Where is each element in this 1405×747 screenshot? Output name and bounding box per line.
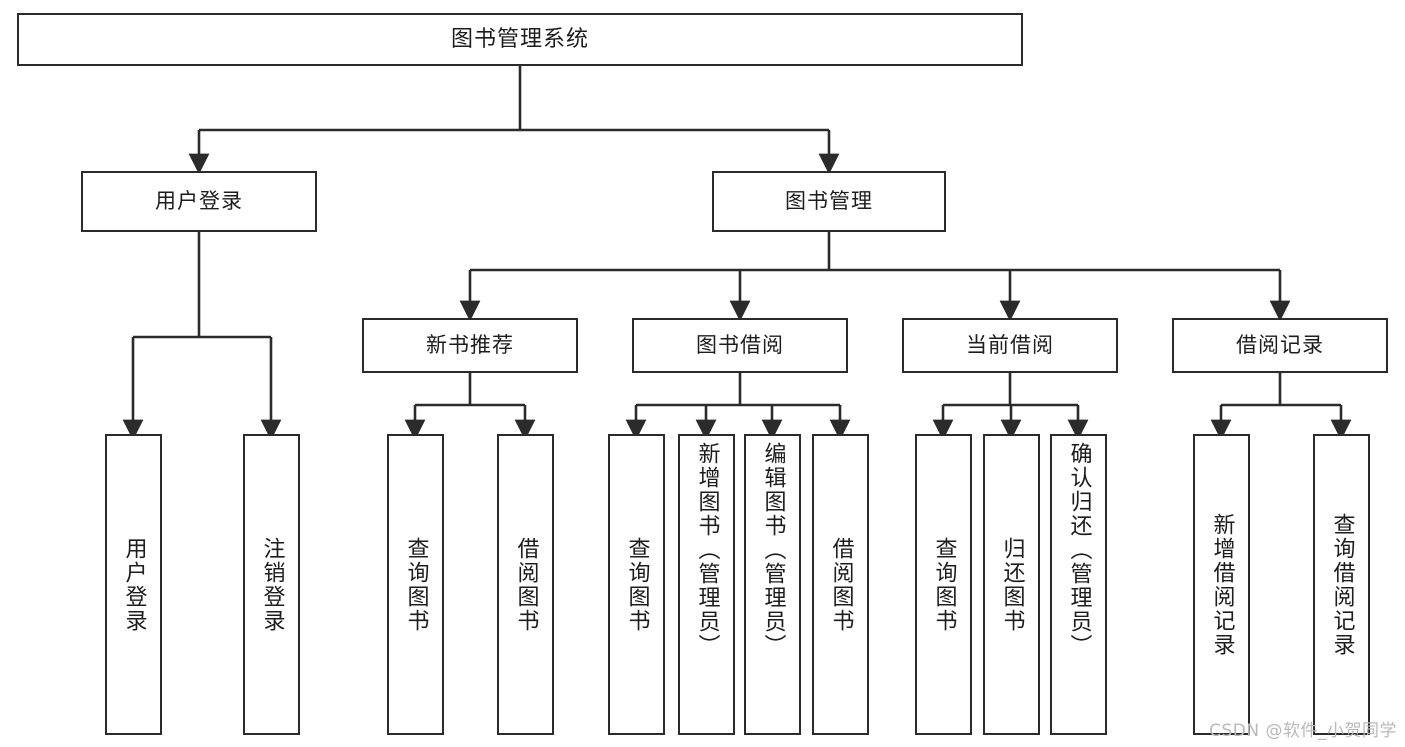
node-new-book-rec[interactable]: 新书推荐 xyxy=(362,318,578,373)
node-book-manage[interactable]: 图书管理 xyxy=(712,171,946,232)
csdn-watermark: CSDN @软件_小贺同学 xyxy=(1209,721,1397,741)
node-leaf-edit-book[interactable]: 编辑图书（管理员） xyxy=(744,434,801,735)
node-leaf-borrow-book-1-label: 借阅图书 xyxy=(513,536,539,633)
node-leaf-user-login[interactable]: 用户登录 xyxy=(105,434,162,735)
node-current-borrow-label: 当前借阅 xyxy=(966,333,1054,358)
node-leaf-confirm-return[interactable]: 确认归还（管理员） xyxy=(1050,434,1107,735)
node-leaf-query-record-label: 查询借阅记录 xyxy=(1329,512,1355,657)
node-book-borrow-label: 图书借阅 xyxy=(696,333,784,358)
node-leaf-add-record-label: 新增借阅记录 xyxy=(1209,512,1235,657)
node-leaf-edit-book-label: 编辑图书（管理员） xyxy=(760,442,786,658)
node-leaf-query-record[interactable]: 查询借阅记录 xyxy=(1313,434,1370,735)
node-leaf-borrow-book-1[interactable]: 借阅图书 xyxy=(497,434,554,735)
node-leaf-add-record[interactable]: 新增借阅记录 xyxy=(1193,434,1250,735)
node-leaf-user-login-label: 用户登录 xyxy=(121,536,147,633)
node-leaf-query-book-1-label: 查询图书 xyxy=(403,536,429,633)
node-leaf-query-book-3[interactable]: 查询图书 xyxy=(915,434,972,735)
node-leaf-query-book-2[interactable]: 查询图书 xyxy=(608,434,665,735)
node-leaf-confirm-return-label: 确认归还（管理员） xyxy=(1066,442,1092,658)
node-leaf-return-book-label: 归还图书 xyxy=(999,536,1025,633)
node-leaf-query-book-1[interactable]: 查询图书 xyxy=(387,434,444,735)
node-leaf-query-book-2-label: 查询图书 xyxy=(624,536,650,633)
node-user-login[interactable]: 用户登录 xyxy=(81,171,317,232)
node-root-label: 图书管理系统 xyxy=(450,26,589,52)
node-leaf-add-book[interactable]: 新增图书（管理员） xyxy=(678,434,735,735)
node-leaf-query-book-3-label: 查询图书 xyxy=(931,536,957,633)
node-leaf-add-book-label: 新增图书（管理员） xyxy=(694,442,720,658)
node-leaf-borrow-book-2[interactable]: 借阅图书 xyxy=(812,434,869,735)
node-user-login-label: 用户登录 xyxy=(155,189,243,214)
node-borrow-record-label: 借阅记录 xyxy=(1236,333,1324,358)
node-leaf-user-logout[interactable]: 注销登录 xyxy=(243,434,300,735)
node-leaf-borrow-book-2-label: 借阅图书 xyxy=(828,536,854,633)
node-current-borrow[interactable]: 当前借阅 xyxy=(902,318,1118,373)
node-book-borrow[interactable]: 图书借阅 xyxy=(632,318,848,373)
node-book-manage-label: 图书管理 xyxy=(785,189,873,214)
node-leaf-return-book[interactable]: 归还图书 xyxy=(983,434,1040,735)
node-leaf-user-logout-label: 注销登录 xyxy=(259,536,285,633)
node-borrow-record[interactable]: 借阅记录 xyxy=(1172,318,1388,373)
node-new-book-rec-label: 新书推荐 xyxy=(426,333,514,358)
node-root[interactable]: 图书管理系统 xyxy=(17,13,1023,66)
